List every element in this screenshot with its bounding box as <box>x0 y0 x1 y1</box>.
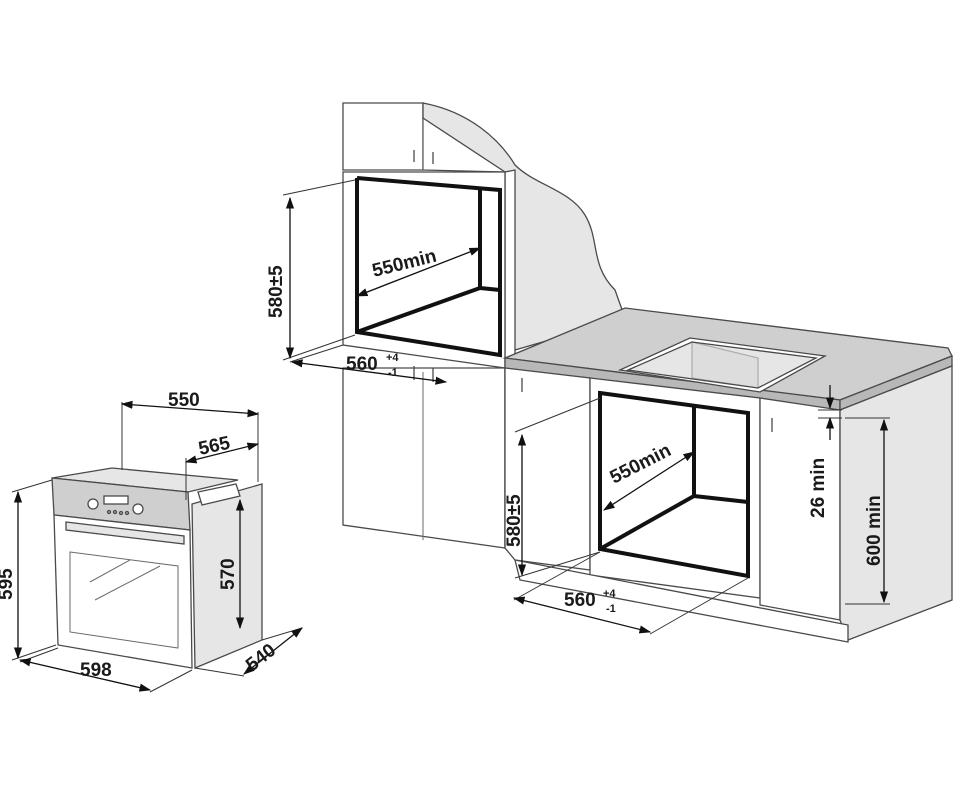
under-counter-cabinet: 580±5 550min 560 +4 -1 26 min 600 min <box>502 307 953 643</box>
cabinet-height-label: 600 min <box>864 495 885 566</box>
tall-cabinet-side <box>504 169 516 369</box>
oven-depth-label: 550 <box>168 390 200 411</box>
tall-lower-cabinet <box>342 367 506 549</box>
oven-body-depth-dim <box>243 627 303 675</box>
oven: 595 598 550 565 570 540 <box>0 390 303 693</box>
display-icon <box>103 495 129 505</box>
tall-niche-width-label: 560 <box>346 354 378 375</box>
tall-niche-height-label: 580±5 <box>266 265 287 318</box>
tall-niche-width-dim <box>290 359 448 385</box>
oven-depth-handle-dim <box>184 442 260 464</box>
oven-depth-handle-label: 565 <box>197 433 233 460</box>
upper-cabinet <box>342 102 424 171</box>
under-niche-width-tol-plus: +4 <box>603 588 616 600</box>
right-knob-icon <box>132 503 144 515</box>
oven-handle <box>65 521 185 545</box>
under-niche-height-label: 580±5 <box>504 494 525 547</box>
oven-width-label: 598 <box>80 660 112 681</box>
tall-niche-width-tol-minus: -1 <box>388 367 398 379</box>
oven-height-label: 595 <box>0 568 17 600</box>
under-cabinet-side <box>839 365 953 641</box>
under-niche-width-label: 560 <box>564 590 596 611</box>
oven-body-height-label: 570 <box>218 558 239 590</box>
under-niche-width-tol-minus: -1 <box>606 603 616 615</box>
left-knob-icon <box>87 498 99 510</box>
oven-door <box>53 514 193 669</box>
under-cabinet-left <box>504 367 591 571</box>
oven-depth-dim <box>120 400 260 418</box>
top-gap-label: 26 min <box>808 458 829 518</box>
oven-width-dim <box>18 658 152 692</box>
under-niche-depth-dim <box>603 451 695 511</box>
tall-niche-width-tol-plus: +4 <box>386 352 399 364</box>
under-niche-width-dim <box>512 596 652 634</box>
tall-cabinet-side-cut <box>422 102 626 351</box>
tall-niche-depth-dim <box>355 247 482 297</box>
